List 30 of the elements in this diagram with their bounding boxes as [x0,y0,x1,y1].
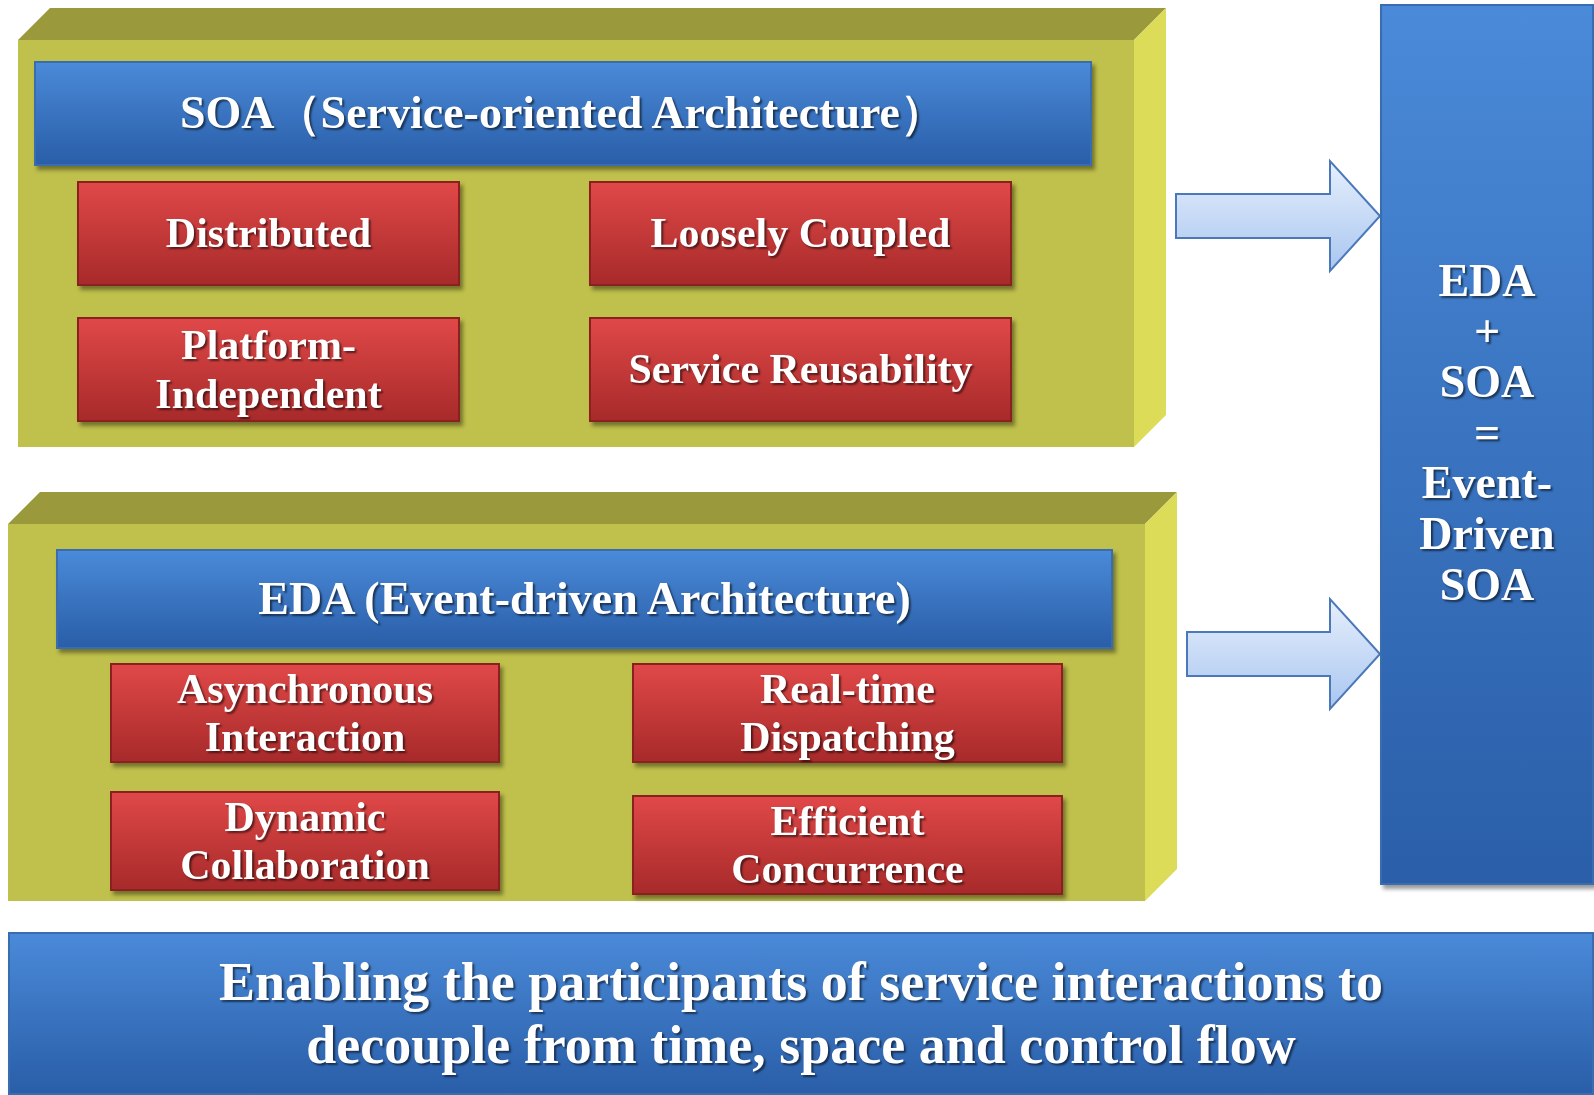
box-text: Distributed [165,209,372,258]
box-text: EDA (Event-driven Architecture) [258,572,911,626]
feature-box [632,795,1063,895]
summary-banner [8,932,1594,1095]
box-text: Platform-Independent [154,321,383,418]
result-column [1380,4,1594,885]
box-text: SOA（Service-oriented Architecture） [179,87,947,140]
block-arrow [1175,158,1382,274]
feature-box [110,791,500,891]
feature-box [589,181,1012,286]
box-text: Asynchronous Interaction [176,664,434,762]
column-text: Event-Driven SOA [1418,458,1556,611]
column-text: = [1472,407,1502,459]
feature-box [589,317,1012,422]
feature-box [632,663,1063,763]
feature-box [77,181,460,286]
box-text: Real-time Dispatching [739,664,956,762]
box-text: Loosely Coupled [650,209,951,258]
column-text: EDA [1437,256,1537,307]
box-text: Dynamic Collaboration [179,792,431,890]
box-text: Enabling the participants of service interactions to decouple from time, space and control flow [218,951,1384,1076]
header-bar [56,549,1113,649]
column-text: + [1472,306,1502,358]
block-arrow [1186,596,1382,712]
feature-box [77,317,460,422]
header-bar [34,61,1092,166]
box-text: Efficient Concurrence [730,796,965,894]
feature-box [110,663,500,763]
column-text: SOA [1438,357,1536,408]
box-text: Service Reusability [628,345,973,394]
